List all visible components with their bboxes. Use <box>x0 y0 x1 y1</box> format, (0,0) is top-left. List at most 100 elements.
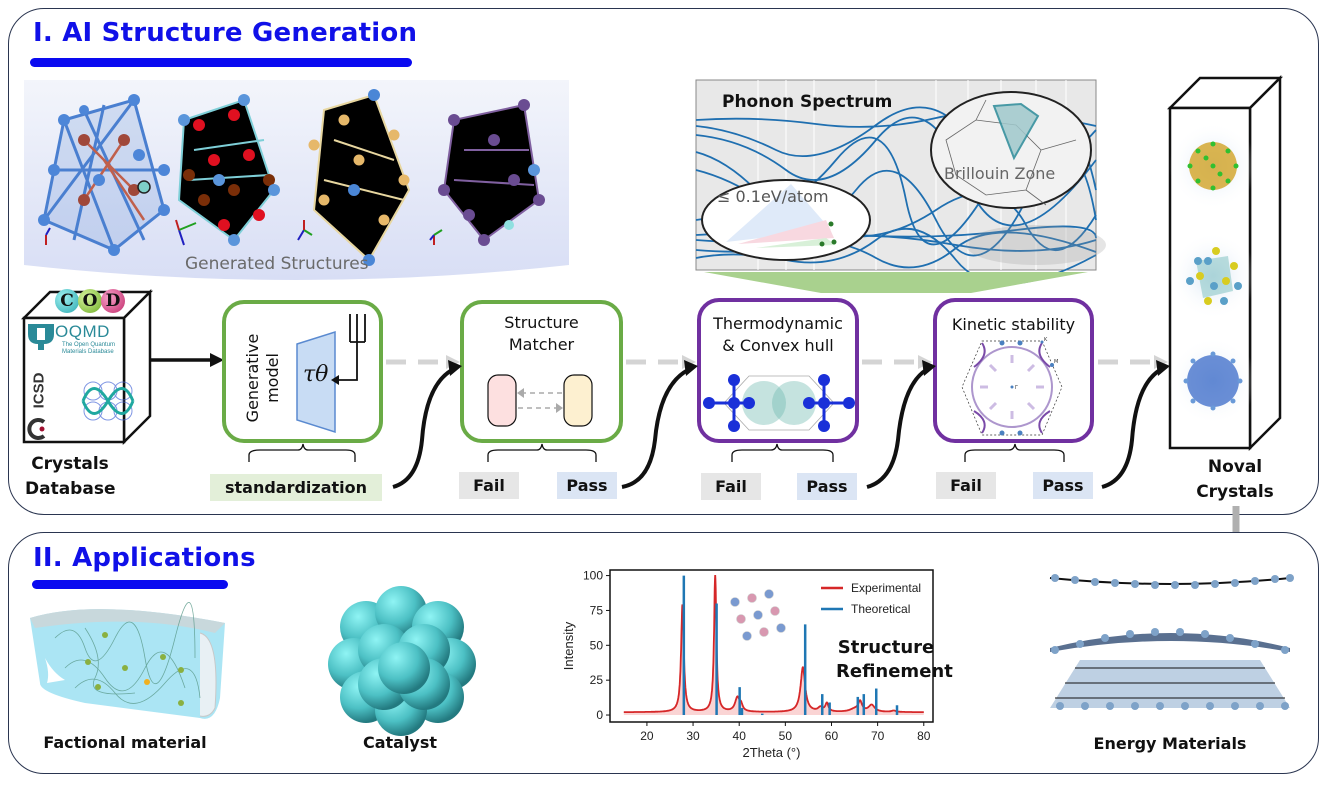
structure-matcher-title-line1: Structure <box>504 313 579 332</box>
section-1-title-underline <box>30 58 412 67</box>
inset-atom <box>742 631 752 641</box>
curved-arrow-matcher-to-thermo <box>621 368 690 489</box>
generated-crystal-4 <box>438 99 545 246</box>
crystals-database-caption: Crystals Database <box>25 452 115 502</box>
noval-crystals-caption: Noval Crystals <box>1180 455 1290 505</box>
generated-crystal-3 <box>308 89 411 266</box>
x-tick-label: 30 <box>686 729 700 743</box>
y-tick-label: 0 <box>596 708 603 722</box>
thermodynamic-convex-hull-box[interactable] <box>697 298 859 443</box>
section-1-title: I. AI Structure Generation <box>33 18 418 48</box>
y-tick-label: 25 <box>590 673 604 687</box>
structure-matcher-title-line2: Matcher <box>508 335 575 354</box>
catalyst-illustration <box>328 586 476 736</box>
energy-materials-caption: Energy Materials <box>1093 734 1247 753</box>
standardization-tag: standardization <box>210 474 382 501</box>
thermodynamic-title-line1: Thermodynamic <box>713 314 843 333</box>
inset-atom <box>759 627 769 637</box>
graphene-layer-1 <box>1049 574 1294 589</box>
curved-arrow-kinetic-to-output <box>1101 368 1162 489</box>
x-tick-label: 50 <box>779 729 793 743</box>
bz-label-gamma: Γ <box>1015 385 1018 391</box>
cod-logo-d: D <box>101 289 125 313</box>
kinetic-title: Kinetic stability <box>951 315 1076 334</box>
oqmd-name: OQMD <box>55 322 110 341</box>
crystals-database-caption-line1: Crystals <box>31 454 109 474</box>
axis-triad-icons <box>45 219 443 246</box>
y-tick-label: 50 <box>590 638 604 652</box>
brace-kinetic <box>964 443 1065 462</box>
thermo-fail-tag: Fail <box>701 473 761 500</box>
noval-crystals-caption-line1: Noval <box>1207 457 1263 477</box>
x-tick-label: 70 <box>871 729 885 743</box>
oqmd-subtitle-2: Materials Database <box>62 349 114 355</box>
y-tick-label: 75 <box>590 603 604 617</box>
inset-atom <box>730 597 740 607</box>
curved-arrow-std-to-matcher <box>392 368 454 489</box>
matcher-pass-tag: Pass <box>557 472 617 499</box>
x-tick-label: 80 <box>917 729 931 743</box>
y-tick-label: 100 <box>583 569 603 583</box>
structure-matcher-box[interactable] <box>460 300 623 443</box>
brace-thermo <box>731 443 834 462</box>
cod-logo-c: C <box>55 289 79 313</box>
tau-theta-symbol: τθ <box>303 362 329 387</box>
generated-crystal-2 <box>177 94 280 246</box>
curved-arrow-thermo-to-kinetic <box>866 368 928 489</box>
bz-label-k: K <box>1044 337 1048 343</box>
novel-crystal-1 <box>1187 141 1239 191</box>
x-axis-label: 2Theta (°) <box>743 745 801 760</box>
arrow-database-to-generative <box>150 353 224 367</box>
chart-annotation-line2: Refinement <box>836 661 953 682</box>
thermodynamic-title-line2: & Convex hull <box>722 336 834 355</box>
section-2-title: II. Applications <box>33 543 256 573</box>
chart-annotation-line1: Structure <box>837 637 935 658</box>
brace-generative <box>248 443 356 462</box>
cod-logo-o: O <box>78 289 102 313</box>
section-2-title-underline <box>32 580 228 589</box>
oqmd-subtitle-1: The Open Quantum <box>62 342 116 348</box>
y-axis-label: Intensity <box>561 621 576 670</box>
bz-label-m: M <box>1054 359 1058 365</box>
generated-crystal-1 <box>38 94 170 256</box>
novel-crystal-3 <box>1183 351 1243 411</box>
thermodynamic-title: Thermodynamic & Convex hull <box>697 313 859 357</box>
brace-matcher <box>487 443 597 462</box>
phonon-spectrum-panel <box>695 79 1106 293</box>
inset-atom <box>764 589 774 599</box>
inset-atom <box>776 623 786 633</box>
brillouin-zone-label: Brillouin Zone <box>944 164 1056 183</box>
cod-logo: C O D <box>55 289 125 315</box>
energy-threshold-label: ≤ 0.1eV/atom <box>717 187 829 206</box>
graphene-layer-2 <box>1050 628 1290 654</box>
legend-label-experimental: Experimental <box>851 581 921 595</box>
structure-matcher-compare-icon <box>487 374 593 427</box>
chart-annotation: Structure Refinement <box>836 636 953 684</box>
inset-atom <box>747 593 757 603</box>
structure-matcher-title: Structure Matcher <box>460 312 623 356</box>
legend-label-theoretical: Theoretical <box>851 602 910 616</box>
factional-material-caption: Factional material <box>43 733 207 752</box>
phonon-spectrum-title: Phonon Spectrum <box>722 92 893 112</box>
rock-salt-crystal-inset-icon <box>730 589 786 641</box>
generative-model-decoder-icon <box>296 314 366 434</box>
inset-atom <box>753 610 763 620</box>
generated-structures-banner <box>24 80 569 280</box>
inset-atom <box>770 606 780 616</box>
generated-structures-label: Generated Structures <box>185 254 369 274</box>
x-tick-label: 60 <box>825 729 839 743</box>
catalyst-caption: Catalyst <box>362 733 438 752</box>
icsd-logo-icon <box>27 418 46 440</box>
kinetic-brillouin-zone-icon: Γ K M <box>961 337 1063 436</box>
noval-crystals-box <box>1166 74 1284 452</box>
x-tick-label: 20 <box>640 729 654 743</box>
kinetic-pass-tag: Pass <box>1033 472 1093 499</box>
experimental-series-line <box>623 574 924 713</box>
oqmd-logo-icon <box>28 324 54 350</box>
thermo-pass-tag: Pass <box>797 473 857 500</box>
materials-project-logo-icon <box>81 381 135 421</box>
x-tick-label: 40 <box>733 729 747 743</box>
novel-crystal-2 <box>1186 247 1242 305</box>
noval-crystals-caption-line2: Crystals <box>1196 482 1274 502</box>
